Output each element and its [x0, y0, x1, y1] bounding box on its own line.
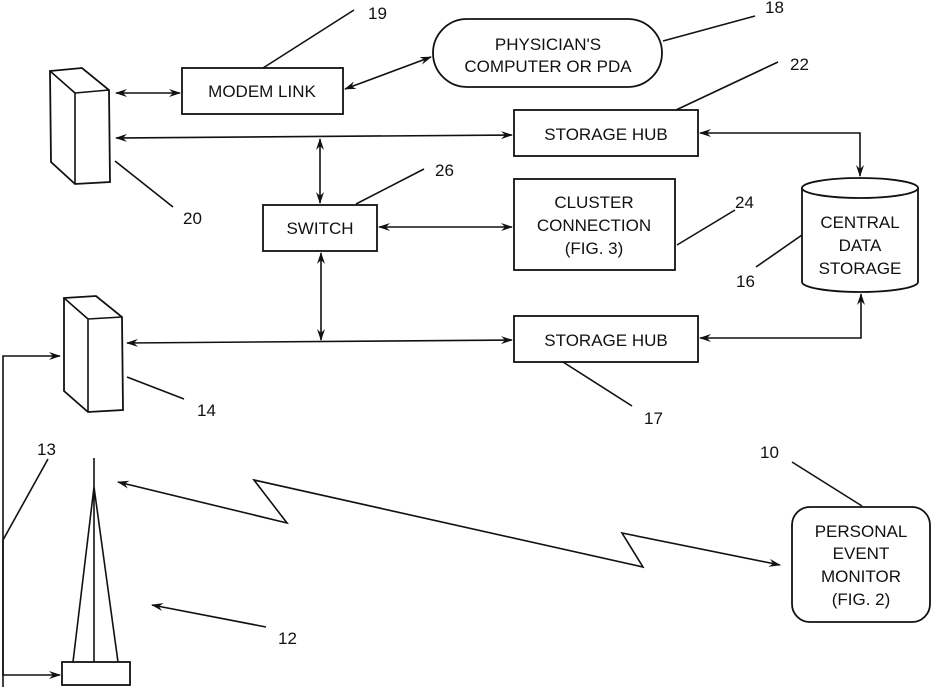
server-bottom-icon	[64, 296, 123, 412]
ref-12: 12	[278, 629, 297, 648]
leader-19	[263, 10, 354, 68]
physician-label-line1: PHYSICIAN'S	[495, 35, 601, 54]
ref-20: 20	[183, 209, 202, 228]
leader-10	[792, 462, 862, 506]
monitor-label-line2: EVENT	[833, 544, 890, 563]
leader-13	[3, 459, 48, 540]
cluster-connection-box[interactable]: CLUSTER CONNECTION (FIG. 3)	[514, 179, 675, 270]
ref-10: 10	[760, 443, 779, 462]
cluster-label-line1: CLUSTER	[554, 193, 633, 212]
leader-24	[677, 210, 735, 245]
leader-20	[115, 161, 173, 207]
ref-14: 14	[197, 401, 216, 420]
central-storage-label-line1: CENTRAL	[820, 213, 899, 232]
monitor-label-line4: (FIG. 2)	[832, 590, 891, 609]
cluster-label-line3: (FIG. 3)	[565, 239, 624, 258]
personal-event-monitor-node[interactable]: PERSONAL EVENT MONITOR (FIG. 2)	[792, 507, 930, 622]
ref-17: 17	[644, 409, 663, 428]
edge-server-bottom-bus	[127, 340, 512, 343]
physician-label-line2: COMPUTER OR PDA	[464, 57, 632, 76]
physician-computer-node[interactable]: PHYSICIAN'S COMPUTER OR PDA	[433, 19, 662, 87]
leader-22	[676, 62, 778, 110]
radio-tower-icon	[62, 458, 130, 685]
ref-24: 24	[735, 193, 754, 212]
central-storage-label-line3: STORAGE	[819, 259, 902, 278]
storage-hub-bottom-label: STORAGE HUB	[544, 331, 667, 350]
edge-hub-bottom-storage	[700, 294, 861, 338]
central-data-storage-node[interactable]: CENTRAL DATA STORAGE	[802, 178, 918, 292]
ref-16: 16	[736, 272, 755, 291]
ref-18: 18	[765, 0, 784, 17]
modem-link-label: MODEM LINK	[208, 82, 316, 101]
wireless-link	[118, 480, 780, 567]
ref-13: 13	[37, 440, 56, 459]
edge-hub-top-storage	[700, 133, 860, 176]
ref-19: 19	[368, 4, 387, 23]
ref-26: 26	[435, 161, 454, 180]
ref-22: 22	[790, 55, 809, 74]
edge-13-to-server	[3, 356, 60, 687]
leader-14	[127, 377, 184, 399]
leader-16	[756, 235, 802, 267]
storage-hub-top-box[interactable]: STORAGE HUB	[514, 110, 698, 156]
cluster-label-line2: CONNECTION	[537, 216, 651, 235]
leader-18	[663, 16, 755, 41]
server-top-icon	[50, 68, 110, 184]
monitor-label-line3: MONITOR	[821, 567, 901, 586]
edge-13-to-tower	[3, 540, 60, 675]
leader-17	[563, 362, 632, 406]
switch-box[interactable]: SWITCH	[263, 205, 377, 251]
storage-hub-top-label: STORAGE HUB	[544, 125, 667, 144]
modem-link-box[interactable]: MODEM LINK	[182, 68, 343, 114]
leader-12	[152, 605, 266, 627]
central-storage-label-line2: DATA	[839, 236, 882, 255]
switch-label: SWITCH	[286, 219, 353, 238]
edge-modem-physician	[345, 57, 431, 89]
monitor-label-line1: PERSONAL	[815, 522, 908, 541]
leader-26	[356, 169, 424, 204]
edge-server-top-bus	[116, 135, 512, 138]
storage-hub-bottom-box[interactable]: STORAGE HUB	[514, 316, 698, 362]
